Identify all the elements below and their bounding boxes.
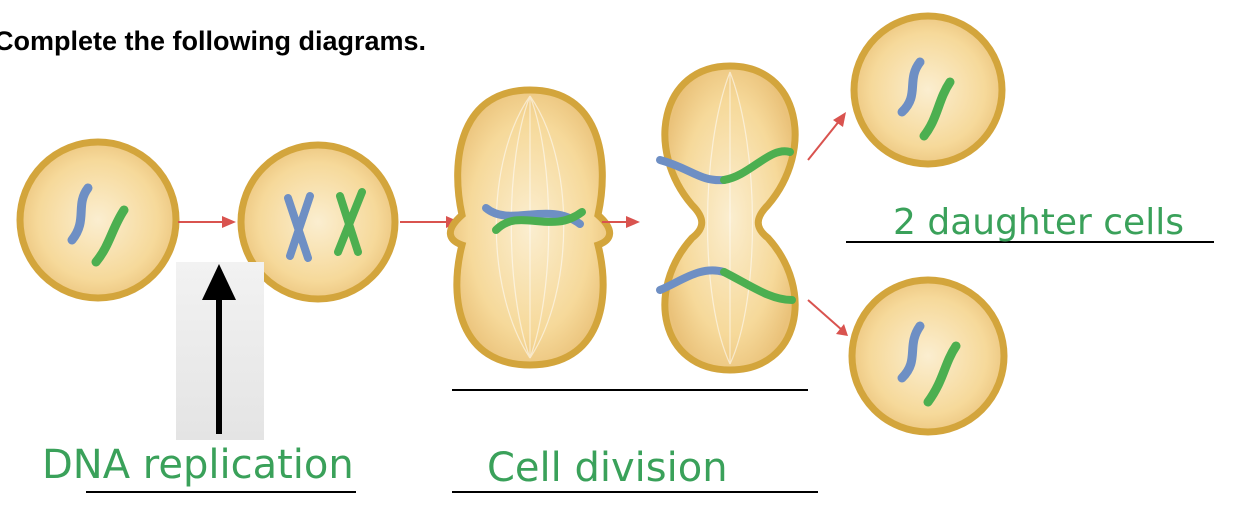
arrow-to-daughter-bottom (808, 300, 848, 336)
dna-replication-label: DNA replication (42, 445, 354, 485)
arrow-replication (178, 216, 236, 228)
dividing-cell (660, 66, 795, 370)
pointer-arrow (176, 262, 264, 440)
parent-cell (20, 142, 176, 298)
arrow-to-daughter-top (808, 112, 846, 160)
metaphase-cell (450, 90, 609, 365)
daughter-cell-top (854, 16, 1002, 164)
cell-division-label: Cell division (487, 448, 728, 488)
daughter-cells-label: 2 daughter cells (893, 205, 1184, 241)
replicated-cell (241, 145, 395, 299)
daughter-cell-bottom (852, 280, 1004, 432)
